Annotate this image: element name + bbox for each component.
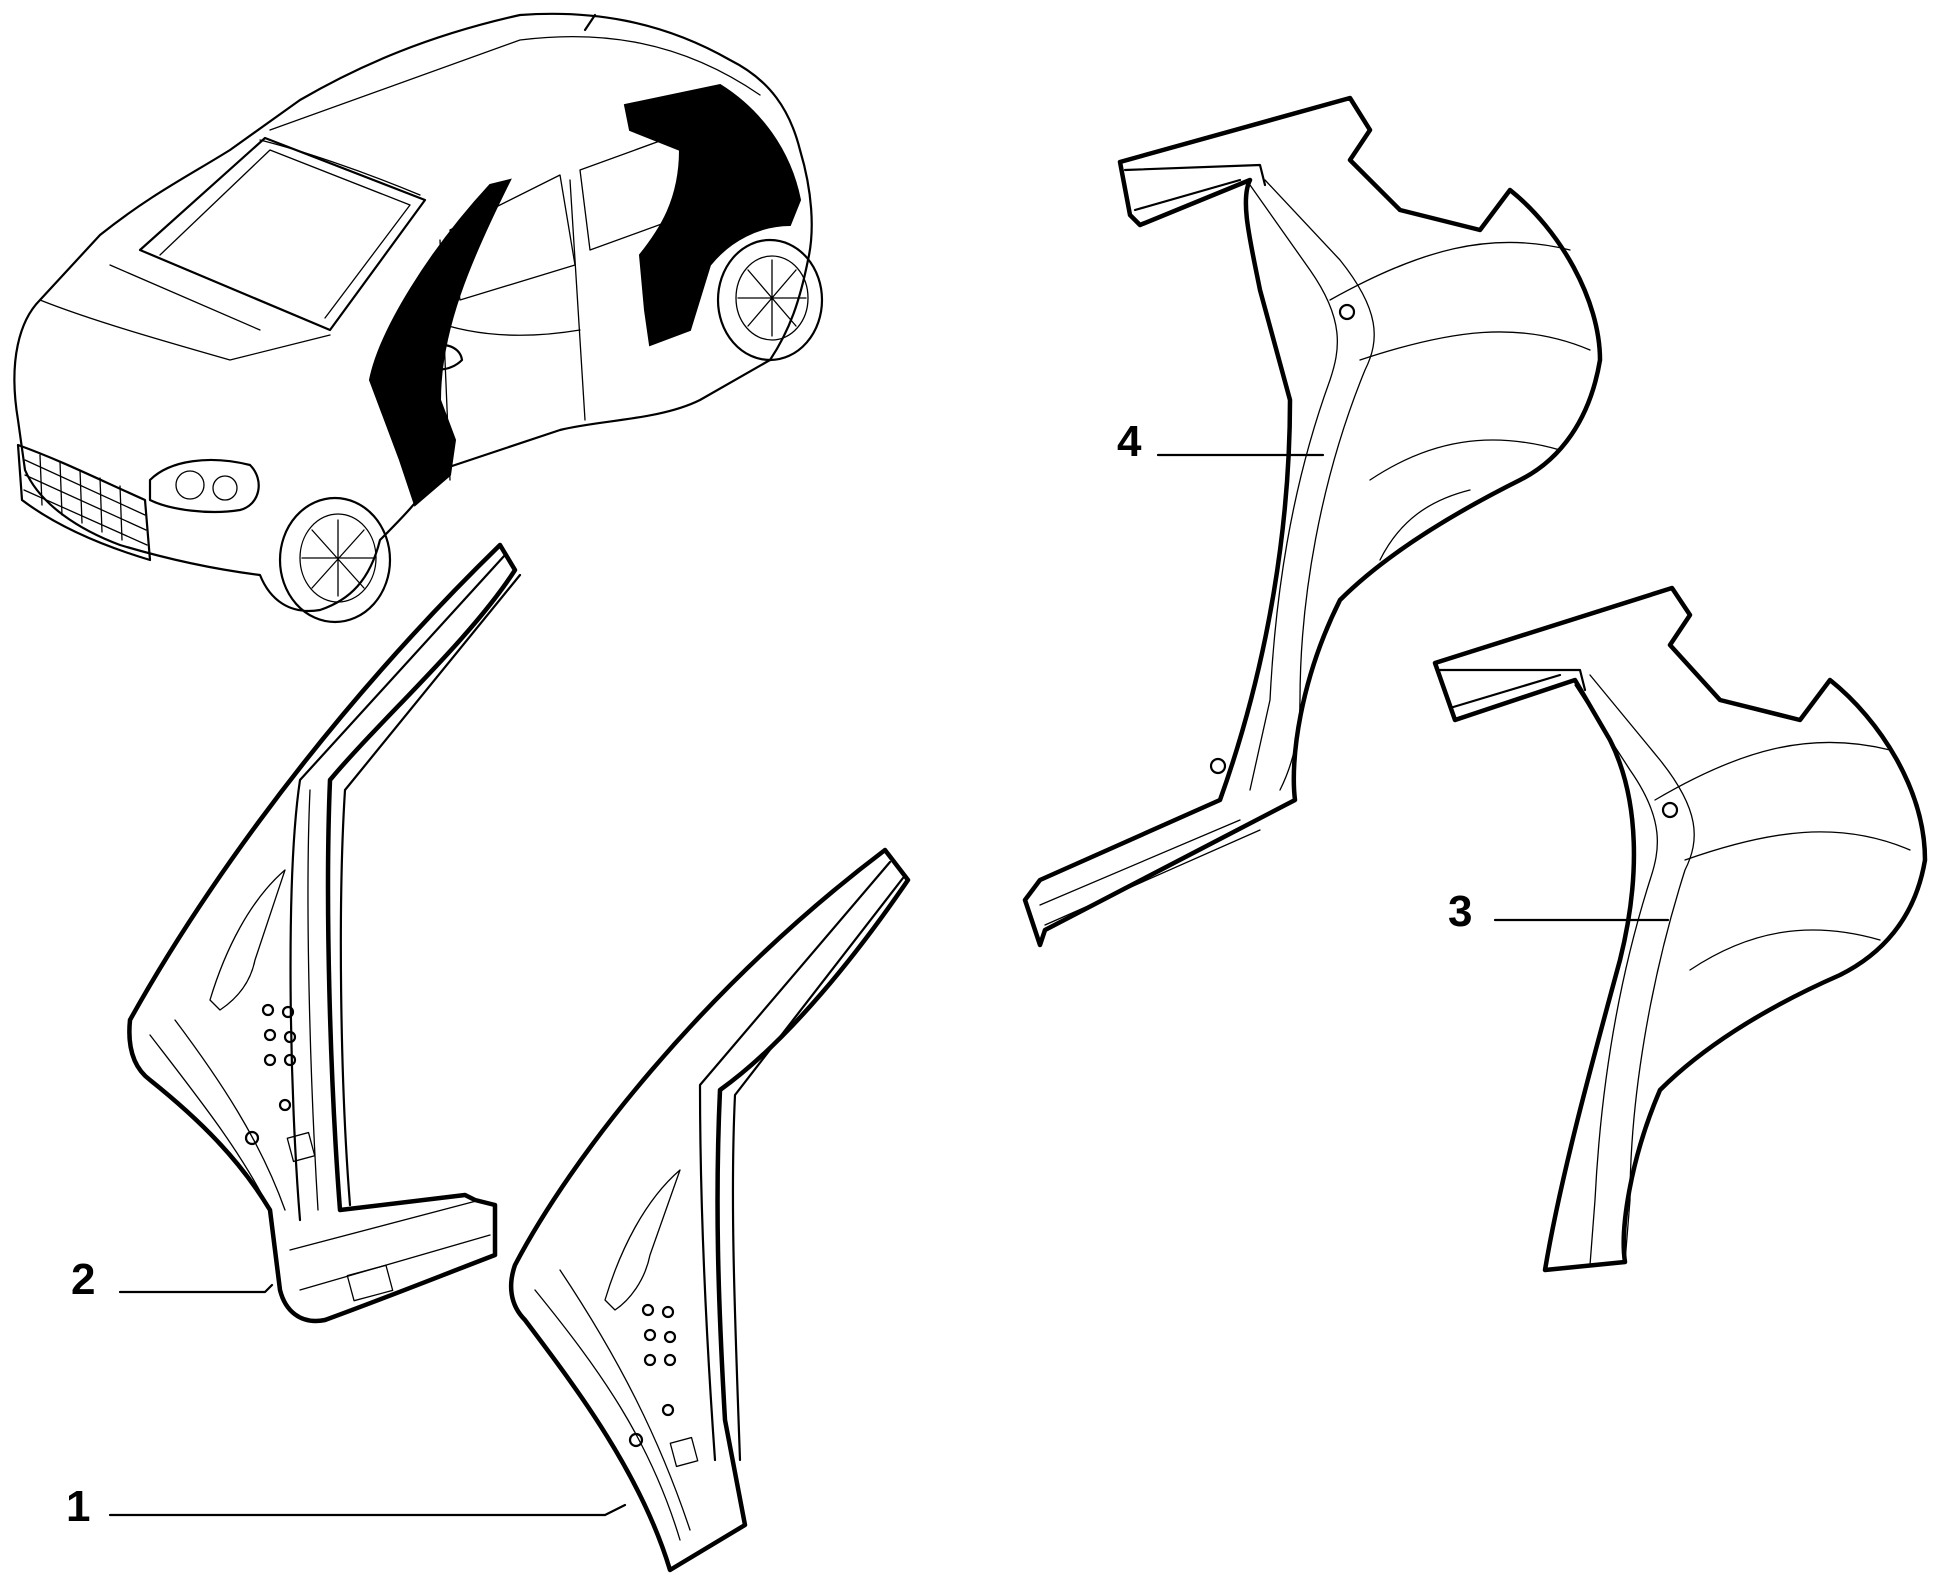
part-3-quarter-panel — [1432, 585, 1928, 1273]
part-1-pillar — [508, 847, 911, 1573]
callout-4: 4 — [1117, 417, 1142, 466]
highlight-front-pillar — [368, 178, 512, 507]
highlight-rear-quarter — [623, 83, 802, 347]
car-overview — [13, 12, 824, 624]
callout-2: 2 — [71, 1255, 96, 1304]
callout-3: 3 — [1448, 887, 1473, 936]
part-2-pillar — [127, 542, 522, 1324]
leader-line-1 — [108, 1503, 627, 1517]
leader-lines — [108, 453, 1670, 1517]
callout-1: 1 — [66, 1482, 91, 1531]
part-4-quarter-panel — [1022, 95, 1603, 948]
leader-line-2 — [118, 1283, 274, 1294]
